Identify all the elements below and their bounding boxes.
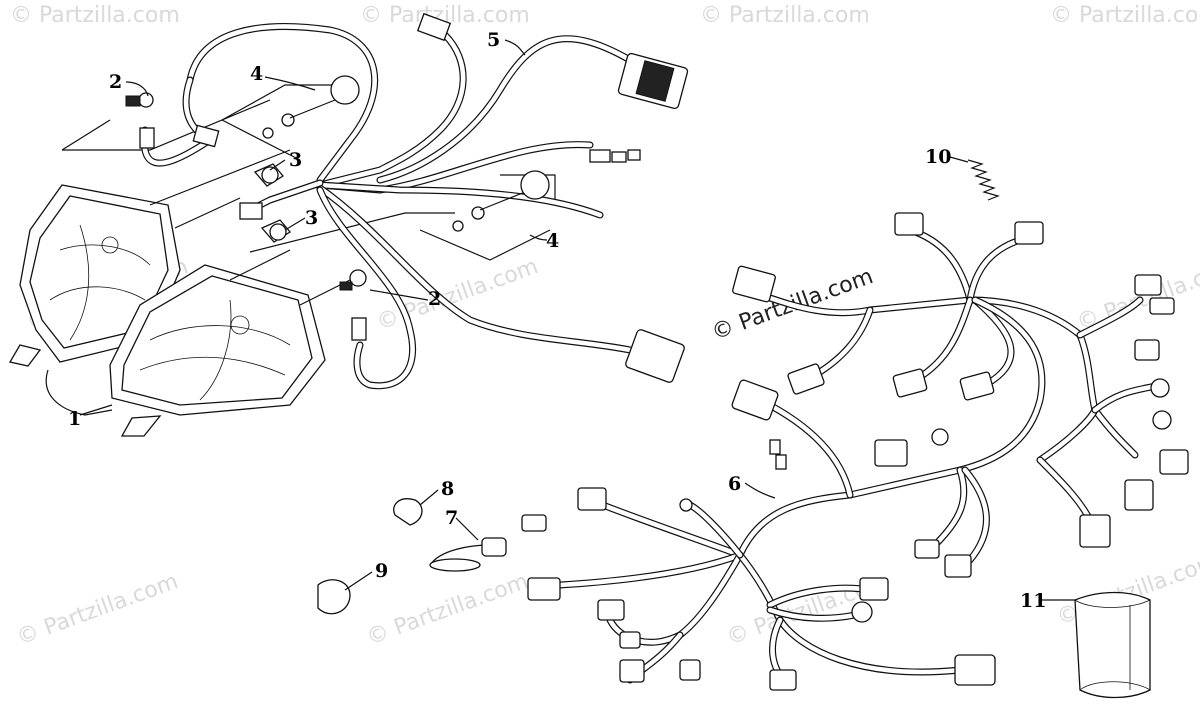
watermark-faint: © Partzilla.com xyxy=(364,569,532,651)
callout-6: 6 xyxy=(728,473,741,495)
callout-3: 3 xyxy=(289,149,302,171)
bulbs xyxy=(125,92,367,291)
main-harness xyxy=(521,212,1189,691)
watermark-faint: © Partzilla.com xyxy=(1050,3,1200,28)
callout-2: 2 xyxy=(109,71,122,93)
spring xyxy=(967,159,1000,201)
watermark-faint: © Partzilla.com xyxy=(14,569,182,651)
adjusters xyxy=(262,75,550,232)
callout-10: 10 xyxy=(925,146,951,168)
callout-4: 4 xyxy=(250,63,263,85)
headlight-right xyxy=(109,264,326,437)
sleeve xyxy=(1074,591,1151,699)
callout-7: 7 xyxy=(445,507,458,529)
callout-numbers: 1 2 2 3 3 4 4 5 6 7 8 9 10 11 xyxy=(68,29,1046,612)
callout-5: 5 xyxy=(487,29,500,51)
leader-lines xyxy=(125,39,1075,601)
callout-4: 4 xyxy=(546,230,559,252)
callout-8: 8 xyxy=(441,478,454,500)
callout-1: 1 xyxy=(68,408,81,430)
small-parts xyxy=(317,498,507,615)
callout-9: 9 xyxy=(375,560,388,582)
watermark-faint: © Partzilla.com xyxy=(10,3,180,28)
callout-3: 3 xyxy=(305,207,318,229)
watermark-faint: © Partzilla.com xyxy=(700,3,870,28)
callout-2: 2 xyxy=(428,288,441,310)
callout-11: 11 xyxy=(1020,590,1046,612)
